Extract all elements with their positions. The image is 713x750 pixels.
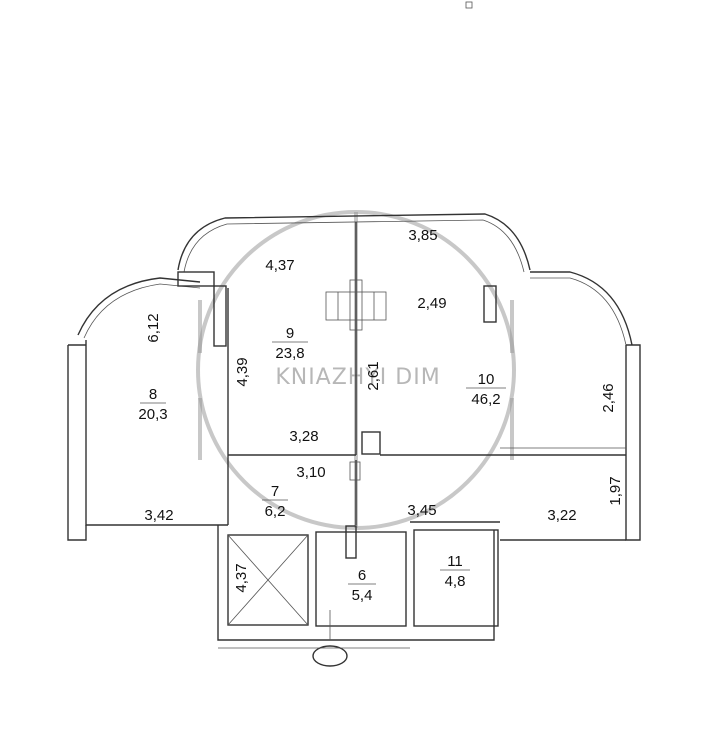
column-right	[483, 285, 497, 323]
dimension-label: 3,28	[289, 428, 318, 445]
wall-lower-right	[410, 530, 495, 641]
stair-block	[325, 291, 387, 321]
corner-mark	[465, 1, 473, 9]
wall-top-curve-inner	[183, 219, 525, 273]
shaft-box	[361, 431, 381, 455]
room-area: 20,3	[138, 406, 167, 423]
dimension-label: 3,42	[144, 507, 173, 524]
room-number: 8	[149, 386, 157, 403]
room-number: 11	[447, 553, 463, 570]
room-area: 5,4	[352, 587, 373, 604]
wall-pillar-top-left	[177, 271, 215, 287]
room6-box	[315, 531, 407, 627]
stairwell	[227, 534, 309, 626]
stair-spine	[349, 279, 363, 331]
wall-right-side	[625, 344, 641, 541]
wall-left-block	[85, 340, 228, 526]
room-number: 10	[478, 371, 495, 388]
room-11-label: 11 4,8	[440, 553, 470, 590]
room-number: 6	[358, 567, 366, 584]
room-area: 46,2	[471, 391, 500, 408]
column-left	[213, 285, 227, 347]
dimension-label: 6,12	[145, 313, 162, 342]
dimension-label: 2,61	[365, 361, 382, 390]
room11-box	[413, 529, 499, 627]
dimension-label: 3,22	[547, 507, 576, 524]
dimension-label: 2,49	[417, 295, 446, 312]
wall-right-curve	[530, 271, 633, 346]
wall-lower-left	[217, 525, 410, 641]
wall-right-curve-inner	[530, 277, 627, 346]
room-area: 6,2	[265, 503, 286, 520]
dimension-label: 3,45	[407, 502, 436, 519]
room-number: 9	[286, 325, 294, 342]
wall-top-curve	[177, 213, 531, 271]
dimension-label: 4,39	[234, 357, 251, 386]
room-9-label: 9 23,8	[272, 325, 308, 362]
round-fixture	[312, 645, 348, 667]
room-area: 23,8	[275, 345, 304, 362]
room-8-label: 8 20,3	[138, 386, 167, 423]
watermark-text: KNIAZHYI DIM	[275, 365, 440, 390]
dimension-label: 1,97	[607, 476, 624, 505]
stairwell-diag-2	[227, 534, 309, 626]
room-6-label: 6 5,4	[348, 567, 376, 604]
lower-rooms	[217, 525, 499, 667]
wall-left-curve	[77, 277, 201, 336]
dimensions: 3,85 4,37 2,49 3,28 3,10 3,42 3,45 3,22 …	[144, 227, 624, 593]
wall-left-curve-inner	[83, 283, 201, 339]
interior-walls	[213, 222, 626, 525]
room6-pillar	[345, 525, 357, 559]
room-7-label: 7 6,2	[262, 483, 288, 520]
shaft-small	[349, 461, 361, 481]
dimension-label: 3,85	[408, 227, 437, 244]
wall-left-stub	[67, 344, 87, 541]
dimension-label: 4,37	[265, 257, 294, 274]
room-area: 4,8	[445, 573, 466, 590]
room-number: 7	[271, 483, 279, 500]
dimension-label: 4,37	[233, 563, 250, 592]
dimension-label: 2,46	[600, 383, 617, 412]
dimension-label: 3,10	[296, 464, 325, 481]
room-10-label: 10 46,2	[466, 371, 506, 408]
outer-walls	[67, 213, 641, 541]
